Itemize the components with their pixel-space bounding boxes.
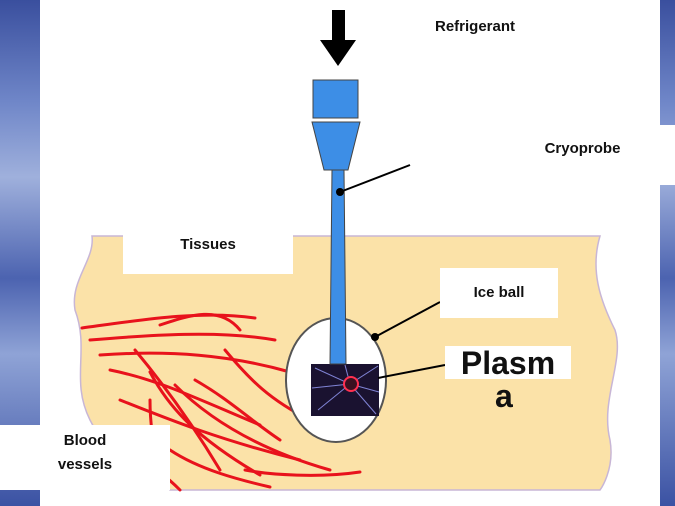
label-blood-vessels: Blood vessels [0, 425, 170, 490]
label-cryoprobe: Cryoprobe [490, 125, 675, 185]
label-tissues: Tissues [123, 232, 293, 274]
label-plasma-continued: a [495, 378, 513, 414]
refrigerant-arrow-icon [320, 10, 356, 66]
label-refrigerant: Refrigerant [420, 18, 530, 35]
label-plasma: Plasm [445, 346, 571, 380]
label-blood-line1: Blood [63, 432, 107, 449]
label-ice-ball: Ice ball [440, 268, 558, 318]
plasma-image [311, 364, 380, 416]
cryoprobe [311, 79, 361, 365]
background-strip-left [0, 0, 40, 506]
pointer-lines [339, 164, 446, 379]
label-blood-line2: vessels [57, 456, 113, 473]
